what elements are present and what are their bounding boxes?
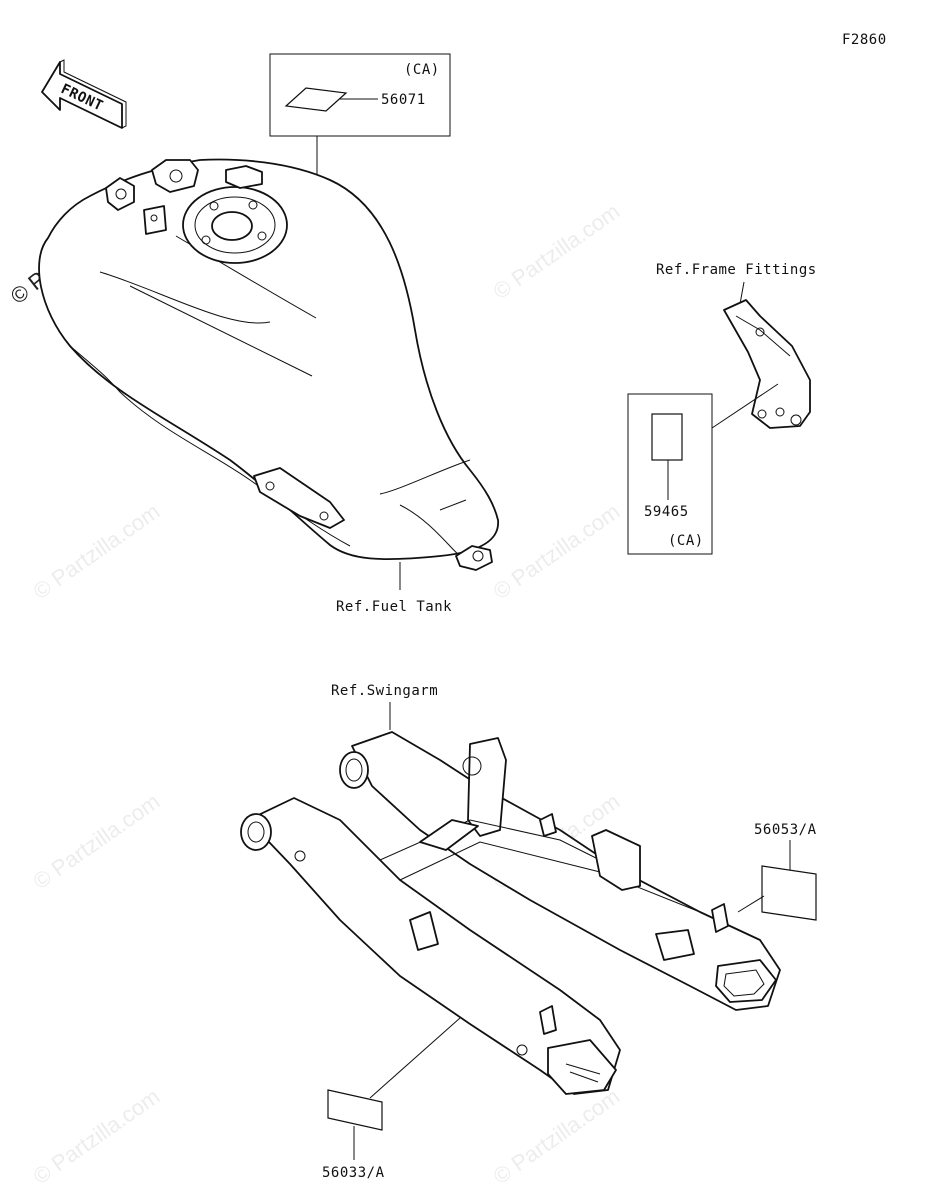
swingarm-right-label-callout: 56053/A [737,822,817,921]
figure-code: F2860 [842,32,887,48]
frame-fitting-bracket-drawing [723,299,811,429]
watermark-text: © Partzilla.com [29,1084,165,1190]
fuel-tank-drawing [38,158,499,590]
frame-label-part: 59465 [644,504,689,520]
ref-swingarm-label: Ref.Swingarm [331,683,438,699]
decal-59465-shape [651,413,683,461]
watermark-text: © Partzilla.com [29,499,165,605]
swingarm-right-label-part: 56053/A [754,822,817,838]
ref-fuel-tank-label: Ref.Fuel Tank [336,599,452,615]
front-arrow-icon: FRONT [41,59,127,129]
decal-56033A-shape [327,1089,383,1131]
watermark-text: © Partzilla.com [489,1084,625,1190]
tank-label-region: (CA) [404,62,440,78]
swingarm-drawing [240,731,781,1095]
frame-label-region: (CA) [668,533,704,549]
callout-box [269,53,451,137]
watermark-text: © Partzilla.com [29,789,165,895]
watermark-text: © Partzilla.com [489,199,625,305]
swingarm-left-label-callout: 56033/A [322,1017,461,1181]
frame-label-callout: 59465 (CA) [627,383,779,555]
swingarm-left-label-part: 56033/A [322,1165,385,1181]
ref-frame-fittings-label: Ref.Frame Fittings [656,262,817,278]
decal-56053A-shape [761,865,817,921]
tank-label-part: 56071 [381,92,426,108]
callout-box [627,393,713,555]
decal-56071-shape [284,87,348,112]
watermark-text: © Partzilla.com [489,499,625,605]
tank-label-callout: (CA) 56071 [269,53,451,298]
